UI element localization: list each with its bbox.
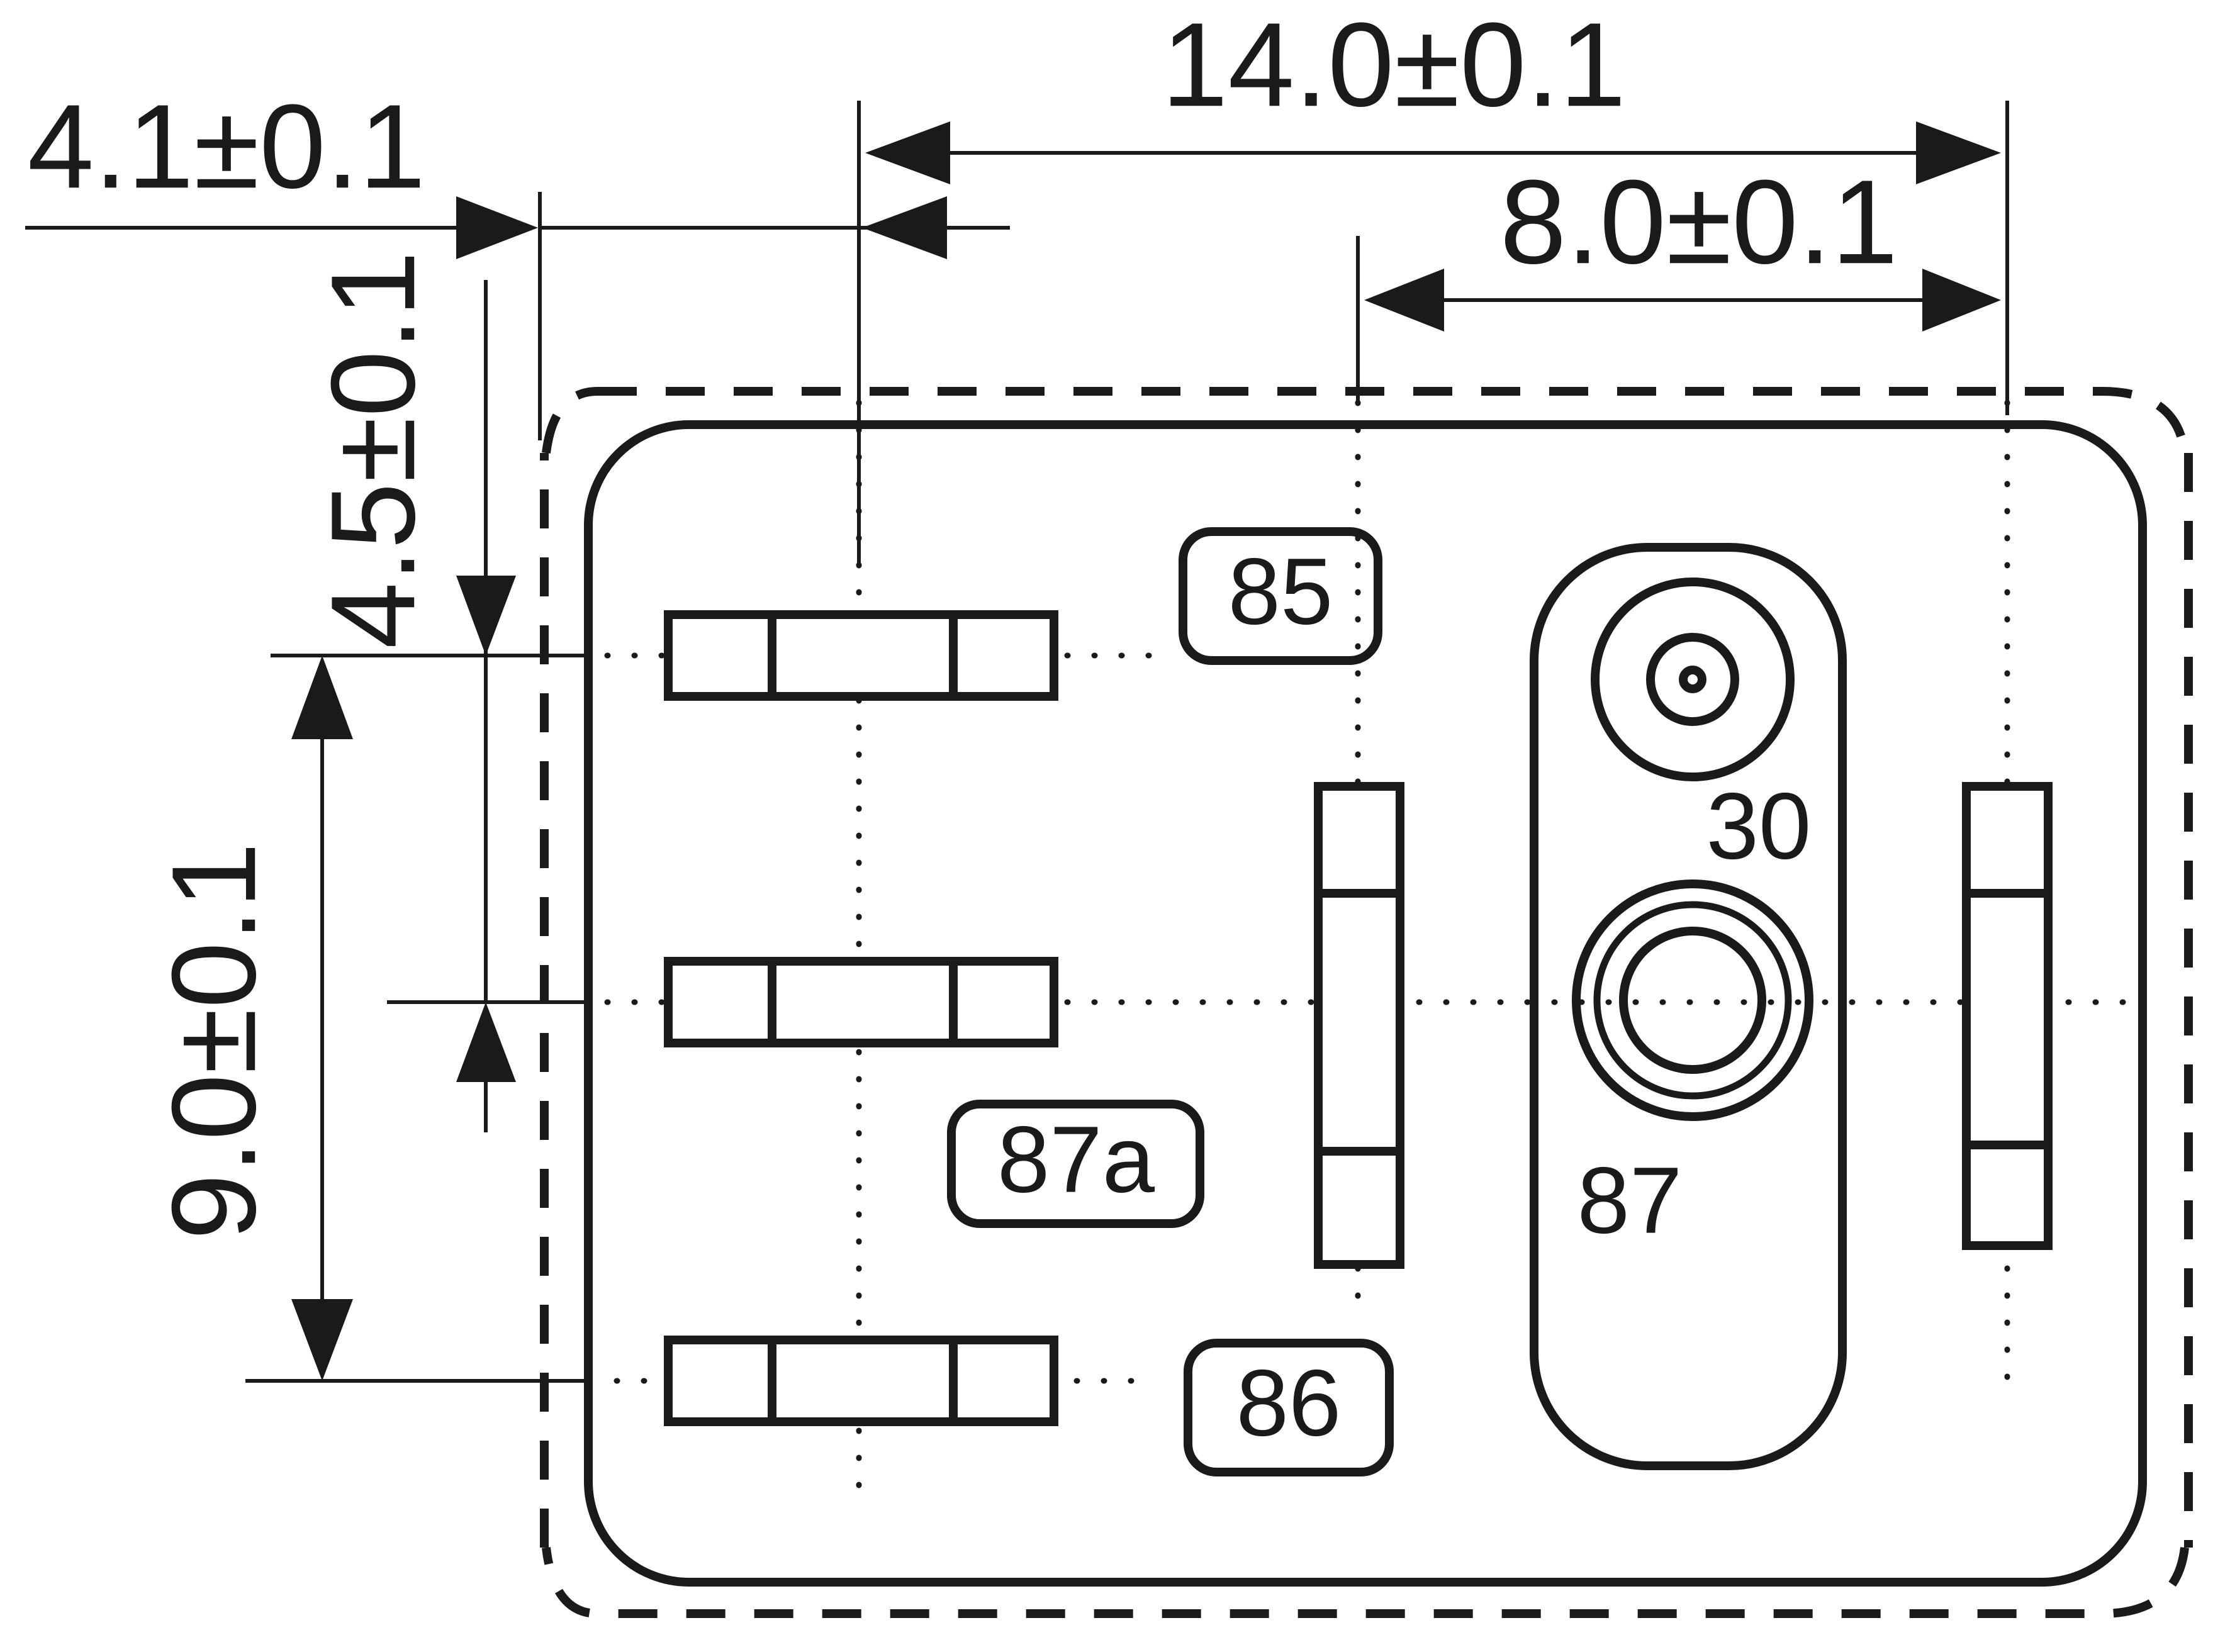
blade-pad-bottom [664, 1336, 1058, 1426]
dimension-vertical-offset-label: 4.5±0.1 [306, 251, 440, 649]
dimension-right-span-label: 8.0±0.1 [1500, 155, 1898, 289]
dimension-left-offset-label: 4.1±0.1 [28, 80, 426, 213]
terminal-30-label: 30 [1706, 773, 1812, 879]
terminal-87a-label: 87a [997, 1107, 1155, 1212]
dimension-top-span: 14.0±0.1 [857, 0, 2009, 566]
dimension-top-span-label: 14.0±0.1 [1162, 0, 1626, 131]
blade-pad-top [664, 610, 1058, 701]
dimension-left-offset: 4.1±0.1 [25, 80, 1010, 440]
terminal-87a-badge: 87a [947, 1100, 1204, 1228]
terminal-86-badge: 86 [1184, 1339, 1394, 1476]
dimension-vertical-span-label: 9.0±0.1 [147, 842, 281, 1241]
blade-pad-vertical-right [1962, 782, 2053, 1250]
dimension-vertical-offset: 4.5±0.1 [271, 251, 588, 1132]
blade-pad-vertical-center [1314, 782, 1404, 1269]
terminal-85-badge: 85 [1179, 527, 1382, 665]
dimension-vertical-span: 9.0±0.1 [147, 656, 588, 1383]
terminal-86-label: 86 [1236, 1350, 1342, 1456]
terminal-87-label: 87 [1577, 1147, 1683, 1253]
terminal-housing [1530, 543, 1847, 1470]
dimension-right-span: 8.0±0.1 [1356, 155, 2001, 403]
terminal-85-label: 85 [1228, 539, 1333, 644]
blade-pad-middle [664, 957, 1058, 1047]
